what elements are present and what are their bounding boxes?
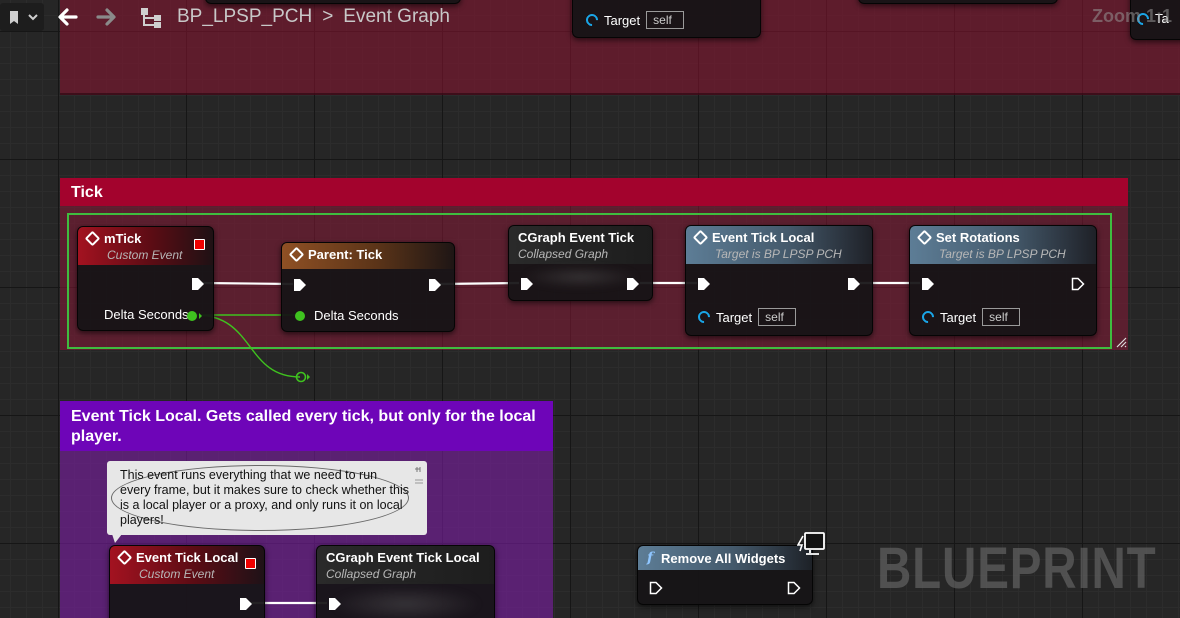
float-output-pin-icon[interactable] xyxy=(186,309,204,323)
node-header: f Remove All Widgets xyxy=(638,546,812,570)
comment-title-tick[interactable]: Tick xyxy=(60,178,1128,206)
target-pin-icon xyxy=(695,308,713,326)
node-event-tick-local[interactable]: Event Tick Local Custom Event xyxy=(109,545,265,618)
collapsed-graph-preview xyxy=(329,586,482,618)
node-partial-top-left[interactable] xyxy=(205,0,461,4)
node-header: Event Tick Local Target is BP LPSP PCH xyxy=(686,226,872,264)
client-only-monitor-icon xyxy=(797,532,825,555)
forward-arrow-icon[interactable] xyxy=(95,6,119,28)
function-icon: f xyxy=(647,550,654,566)
node-subtitle: Custom Event xyxy=(139,567,215,581)
bookmark-icon xyxy=(10,11,38,24)
target-pin[interactable]: Target self xyxy=(695,308,797,326)
target-self-field[interactable]: self xyxy=(758,308,797,326)
float-wire-endpoint[interactable] xyxy=(295,371,311,383)
node-subtitle: Target is BP LPSP PCH xyxy=(939,247,1066,261)
node-title: CGraph Event Tick Local xyxy=(326,550,480,565)
event-diamond-icon xyxy=(116,549,133,566)
graph-hierarchy-icon xyxy=(141,8,161,28)
node-cgraph-event-tick[interactable]: CGraph Event Tick Collapsed Graph xyxy=(508,225,653,301)
delegate-pin-icon[interactable] xyxy=(194,239,205,250)
zoom-level: Zoom 1:1 xyxy=(1092,6,1173,26)
exec-output-pin-icon[interactable] xyxy=(626,277,640,291)
node-subtitle: Target is BP LPSP PCH xyxy=(715,247,842,261)
back-arrow-icon[interactable] xyxy=(55,6,79,28)
node-header: Event Tick Local Custom Event xyxy=(110,546,264,584)
target-pin-label: Target xyxy=(716,309,753,325)
event-diamond-icon xyxy=(692,229,709,246)
node-partial-far-right[interactable]: Ta xyxy=(1130,0,1180,40)
exec-input-pin-icon[interactable] xyxy=(921,277,935,291)
pin-bubble-icon[interactable] xyxy=(414,466,424,484)
selection-rectangle xyxy=(67,213,1112,349)
target-pin-icon xyxy=(919,308,937,326)
node-partial-top-right[interactable] xyxy=(858,0,1058,4)
node-header: CGraph Event Tick Collapsed Graph xyxy=(509,226,652,264)
exec-output-pin-icon[interactable] xyxy=(428,278,442,292)
exec-output-pin-icon[interactable] xyxy=(239,597,253,611)
breadcrumb-graph[interactable]: Event Graph xyxy=(343,6,450,27)
node-subtitle: Collapsed Graph xyxy=(518,247,609,261)
exec-output-pin-unconnected-icon[interactable] xyxy=(1071,277,1085,291)
node-header: Parent: Tick xyxy=(282,243,454,269)
exec-input-pin-icon[interactable] xyxy=(697,277,711,291)
float-input-pin-icon[interactable] xyxy=(293,309,307,323)
exec-output-pin-icon[interactable] xyxy=(847,277,861,291)
target-pin-partial[interactable]: Ta xyxy=(1134,10,1169,27)
node-set-rotations[interactable]: Set Rotations Target is BP LPSP PCH Targ… xyxy=(909,225,1097,336)
resize-grip-icon[interactable] xyxy=(1115,336,1127,348)
node-title: Remove All Widgets xyxy=(661,550,786,566)
node-cgraph-event-tick-local[interactable]: CGraph Event Tick Local Collapsed Graph xyxy=(316,545,495,618)
bookmark-button[interactable] xyxy=(0,3,44,31)
comment-bubble[interactable]: This event runs everything that we need … xyxy=(107,461,427,535)
exec-input-pin-icon[interactable] xyxy=(328,597,342,611)
node-event-tick-local-call[interactable]: Event Tick Local Target is BP LPSP PCH T… xyxy=(685,225,873,336)
collapsed-graph-preview xyxy=(521,266,640,288)
exec-output-pin-icon[interactable] xyxy=(191,277,205,291)
blueprint-watermark: BLUEPRINT xyxy=(877,536,1157,601)
target-pin-label: Ta xyxy=(1155,11,1169,26)
node-parent-tick[interactable]: Parent: Tick Delta Seconds xyxy=(281,242,455,332)
node-header: mTick Custom Event xyxy=(78,227,213,265)
breadcrumb-blueprint[interactable]: BP_LPSP_PCH xyxy=(177,6,313,27)
node-header: Set Rotations Target is BP LPSP PCH xyxy=(910,226,1096,264)
breadcrumb-separator: > xyxy=(322,6,334,27)
node-header: CGraph Event Tick Local Collapsed Graph xyxy=(317,546,494,584)
node-subtitle: Custom Event xyxy=(107,248,183,262)
node-remove-all-widgets[interactable]: f Remove All Widgets xyxy=(637,545,813,605)
node-title: mTick xyxy=(104,231,142,246)
target-pin-icon xyxy=(583,11,601,29)
exec-input-pin-icon[interactable] xyxy=(649,581,663,595)
exec-input-pin-icon[interactable] xyxy=(293,278,307,292)
exec-input-pin-icon[interactable] xyxy=(520,277,534,291)
node-partial-top-center[interactable]: Target self xyxy=(572,0,761,38)
target-pin-label: Target xyxy=(940,309,977,325)
node-title: Event Tick Local xyxy=(712,230,815,245)
comment-title-event-tick-local[interactable]: Event Tick Local. Gets called every tick… xyxy=(60,401,553,451)
event-diamond-icon xyxy=(84,230,101,247)
comment-bubble-text: This event runs everything that we need … xyxy=(120,468,410,527)
event-diamond-icon xyxy=(916,229,933,246)
target-pin[interactable]: Target self xyxy=(583,11,685,29)
bubble-tail xyxy=(112,534,122,543)
target-self-field[interactable]: self xyxy=(646,11,685,29)
node-title: Set Rotations xyxy=(936,230,1020,245)
bubble-outline xyxy=(111,465,409,531)
node-title: CGraph Event Tick xyxy=(518,230,635,245)
target-self-field[interactable]: self xyxy=(982,308,1021,326)
breadcrumb: BP_LPSP_PCH > Event Graph xyxy=(177,6,450,28)
delegate-pin-icon[interactable] xyxy=(245,558,256,569)
node-title: Event Tick Local xyxy=(136,550,239,565)
node-mtick[interactable]: mTick Custom Event Delta Seconds xyxy=(77,226,214,331)
event-diamond-icon xyxy=(288,246,305,263)
exec-output-pin-icon[interactable] xyxy=(787,581,801,595)
node-subtitle: Collapsed Graph xyxy=(326,567,417,581)
target-pin-label: Target xyxy=(604,12,641,28)
pin-label-delta-seconds: Delta Seconds xyxy=(314,308,399,323)
pin-label-delta-seconds: Delta Seconds xyxy=(104,307,189,322)
target-pin[interactable]: Target self xyxy=(919,308,1021,326)
node-title: Parent: Tick xyxy=(308,247,383,262)
